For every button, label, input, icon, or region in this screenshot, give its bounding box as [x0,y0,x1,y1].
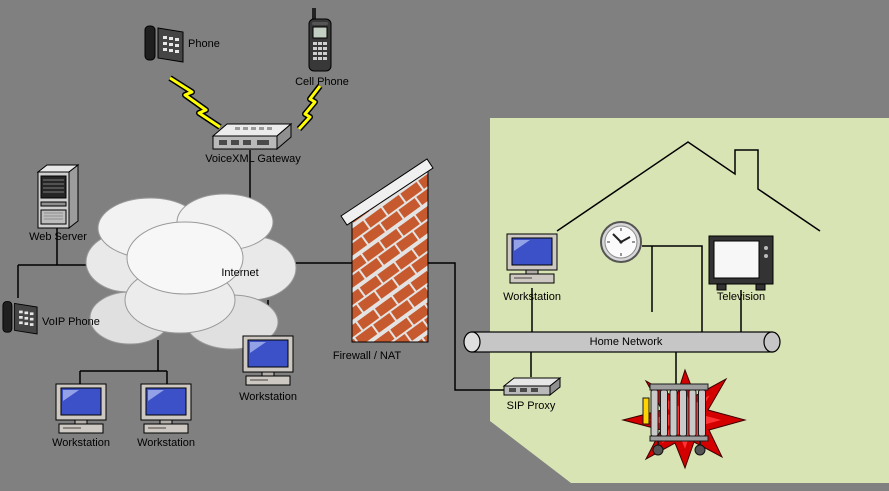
home-workstation-label: Workstation [503,291,561,303]
heater-explosion [622,369,746,469]
web-server-label: Web Server [29,231,87,243]
cell-phone-label: Cell Phone [295,76,349,88]
home-network-label: Home Network [589,336,663,348]
home-network-pipe [463,331,781,353]
voicexml-gateway-label: VoiceXML Gateway [205,153,301,165]
wireless-link-bolts [168,75,323,132]
home-workstation-icon [506,233,558,284]
television-icon [708,235,774,291]
phone-icon [144,25,184,63]
workstation-c-icon [242,335,294,386]
internet-label: Internet [221,267,259,279]
voicexml-gateway-icon [212,123,292,150]
internet-cloud [85,193,297,350]
voip-phone-label: VoIP Phone [42,316,100,328]
connector-lines [17,150,742,391]
television-label: Television [716,291,766,303]
wall-clock-icon [600,221,642,263]
workstation-a-label: Workstation [52,437,110,449]
workstation-b-label: Workstation [137,437,195,449]
workstation-b-icon [140,383,192,434]
firewall-label: Firewall / NAT [332,350,402,362]
firewall-wall [340,158,434,343]
sip-proxy-label: SIP Proxy [506,400,556,412]
house-outline [556,141,821,232]
radiator-icon [642,383,709,456]
voip-phone-icon [2,301,38,335]
workstation-a-icon [55,383,107,434]
workstation-c-label: Workstation [239,391,297,403]
sip-proxy-icon [503,377,561,396]
phone-label: Phone [188,38,220,50]
web-server-icon [37,164,79,229]
